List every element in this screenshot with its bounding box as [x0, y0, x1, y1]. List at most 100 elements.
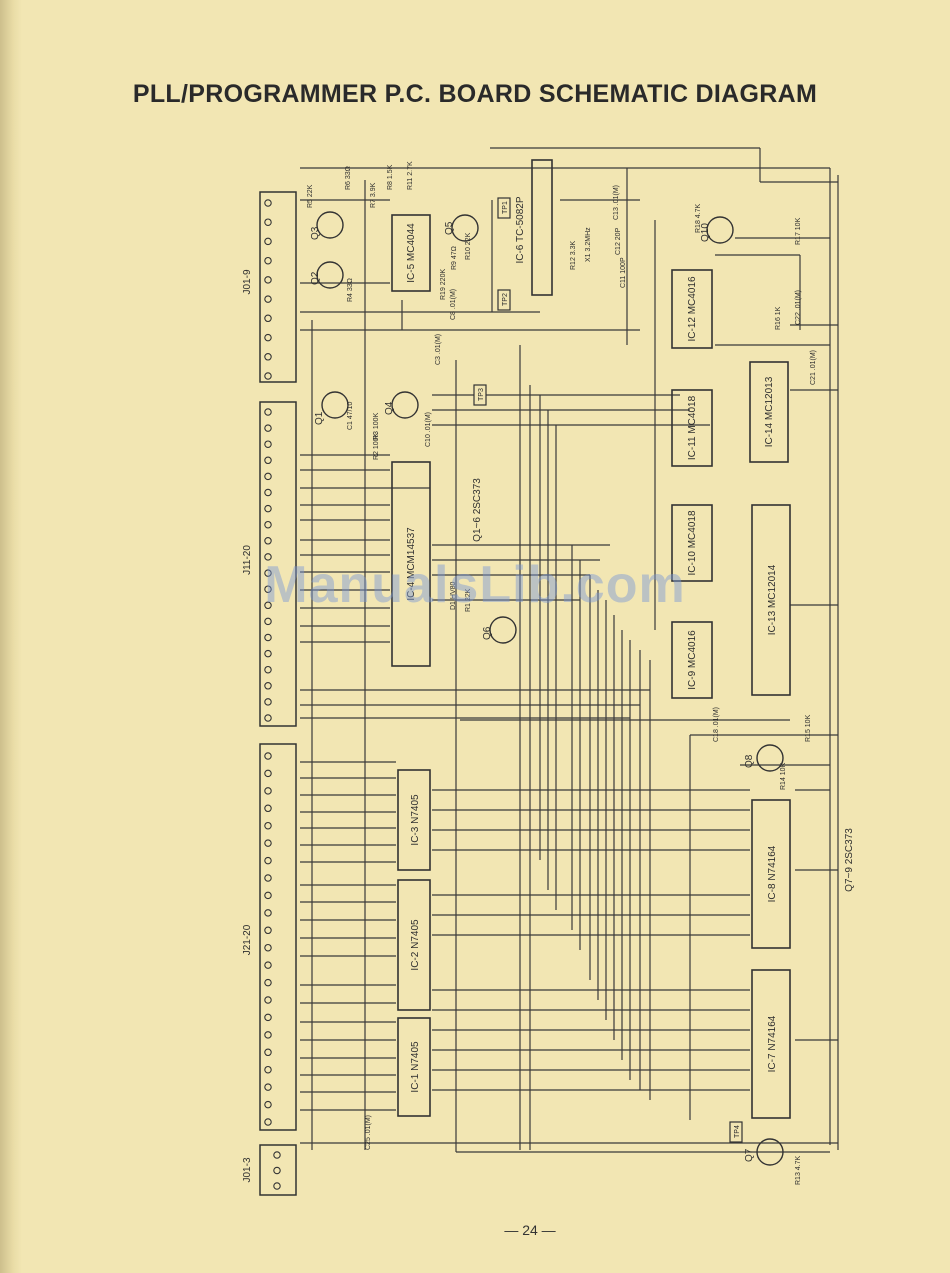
- test-point-tp1: TP1: [502, 201, 509, 214]
- capacitor-c3: C3 .01(M): [435, 334, 442, 365]
- wires: [300, 147, 839, 1153]
- connector-pin: [264, 665, 272, 674]
- resistor-r11: R11 2.7K: [407, 161, 414, 190]
- connector-pin: [264, 961, 272, 969]
- test-point-boxes: [473, 197, 743, 1143]
- capacitor-c11: C11 100P: [620, 257, 627, 288]
- capacitor-c8: C8 .01(M): [450, 289, 457, 320]
- connector-pin: [264, 218, 272, 226]
- ic-label-ic9: IC-9 MC4016: [687, 630, 698, 690]
- note-q7-9: Q7~9 2SC373: [844, 828, 855, 892]
- ic-label-ic4: IC-4 MCM14537: [406, 527, 417, 601]
- ic-label-ic5: IC-5 MC4044: [406, 223, 417, 283]
- note-q1-6: Q1~6 2SC373: [472, 478, 483, 542]
- page-binding-edge: [0, 0, 22, 1273]
- resistor-r12: R12 3.3K: [570, 240, 577, 270]
- ic-label-ic7: IC-7 N74164: [767, 1015, 778, 1072]
- capacitor-c21: C21 .01(M): [810, 350, 817, 385]
- transistor-label-q5: Q5: [444, 221, 455, 235]
- connector-pin: [264, 804, 272, 813]
- connector-pin: [264, 891, 272, 900]
- resistor-r18: R18 4.7K: [695, 203, 702, 233]
- ic-label-ic8: IC-8 N74164: [767, 845, 778, 902]
- connector-pin: [264, 698, 272, 706]
- connector-pin: [264, 1083, 272, 1091]
- resistor-r8: R8 1.5K: [387, 164, 394, 190]
- ic-label-ic3: IC-3 N7405: [410, 794, 421, 846]
- resistor-r1: R1 22K: [465, 588, 472, 612]
- connector-pin: [264, 752, 272, 760]
- resistor-r2: R2 100K: [373, 432, 380, 460]
- connector-pin: [264, 456, 272, 465]
- transistor-label-q3: Q3: [310, 226, 321, 240]
- connector-pin: [264, 504, 272, 513]
- connector-pin: [264, 909, 272, 917]
- resistor-r4: R4 33Ω: [347, 278, 354, 302]
- connector-pin: [264, 856, 272, 865]
- resistor-r13: R13 4.7K: [795, 1155, 802, 1185]
- transistor-label-q7: Q7: [744, 1148, 755, 1162]
- diode-d1: D1 HV80: [450, 581, 457, 610]
- connector-pin: [264, 821, 272, 830]
- page-number: — 24 —: [504, 1222, 556, 1238]
- connector-blocks: [259, 191, 297, 1196]
- connector-pin: [264, 408, 272, 416]
- transistor-label-q4: Q4: [384, 401, 395, 415]
- connector-pin: [264, 769, 272, 778]
- connector-pin: [264, 199, 272, 207]
- transistor-symbols: [316, 211, 784, 1166]
- connector-pin: [264, 1118, 272, 1126]
- resistor-r9: R9 47Ω: [451, 246, 458, 270]
- resistor-r10: R10 22K: [465, 232, 472, 260]
- connector-pin: [264, 839, 272, 847]
- connector-label-j31: J01-3: [242, 1157, 253, 1182]
- connector-pin: [264, 1048, 272, 1057]
- connector-pin: [264, 314, 272, 323]
- resistor-r17: R17 10K: [795, 217, 802, 245]
- capacitor-c18: C18 .01(M): [713, 707, 720, 742]
- transistor-label-q6: Q6: [482, 626, 493, 640]
- connector-pin: [264, 333, 272, 342]
- transistor-label-q10: Q10: [700, 223, 711, 242]
- connector-pin: [273, 1166, 281, 1175]
- ic-bodies: [391, 159, 791, 1119]
- connector-label-j21: J21-20: [242, 924, 253, 955]
- connector-pin: [264, 682, 272, 690]
- resistor-r7: R7 3.9K: [370, 182, 377, 208]
- connector-pin: [264, 1031, 272, 1039]
- connector-pin: [264, 617, 272, 626]
- connector-pin: [264, 295, 272, 303]
- connector-pin: [264, 237, 272, 246]
- transistor-label-q8: Q8: [744, 754, 755, 768]
- connector-pin: [264, 553, 272, 561]
- capacitor-c13: C13 .01(M): [613, 185, 620, 220]
- connector-pin: [264, 874, 272, 882]
- ic-label-ic10: IC-10 MC4018: [687, 510, 698, 575]
- connector-pin: [264, 1013, 272, 1022]
- crystal-x1: X1 3.2MHz: [585, 227, 592, 262]
- resistor-r15: R15 10K: [805, 714, 812, 742]
- resistor-r16: R16 1K: [775, 306, 782, 330]
- page-title: PLL/PROGRAMMER P.C. BOARD SCHEMATIC DIAG…: [132, 80, 818, 108]
- connector-pin: [264, 372, 272, 380]
- connector-pin: [264, 353, 272, 361]
- capacitor-c12: C12 20P: [615, 227, 622, 255]
- connector-pin: [273, 1151, 281, 1159]
- connector-label-j01: J01-9: [242, 269, 253, 294]
- ic-label-ic12: IC-12 MC4016: [687, 276, 698, 341]
- connector-pin: [264, 1100, 272, 1109]
- connector-pin: [264, 472, 272, 481]
- connector-pin: [264, 488, 272, 497]
- resistor-r19: R19 220K: [440, 269, 447, 300]
- ic-label-ic6: IC-6 TC-5082P: [515, 196, 526, 263]
- transistor-label-q1: Q1: [314, 411, 325, 425]
- ic-label-ic2: IC-2 N7405: [410, 919, 421, 971]
- connector-pin: [264, 996, 272, 1004]
- resistor-r5: R5 22K: [307, 184, 314, 208]
- connector-pin: [264, 926, 272, 935]
- capacitor-c1: C1 47/10: [347, 401, 354, 430]
- test-point-tp3: TP3: [478, 388, 485, 401]
- transistor-label-q2: Q2: [310, 271, 321, 285]
- watermark: ManualsLib.com: [264, 556, 686, 614]
